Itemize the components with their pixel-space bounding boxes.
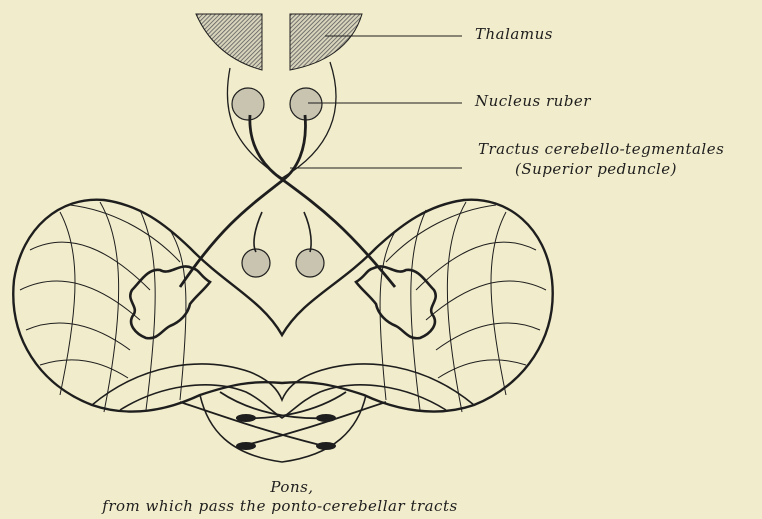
lower-nucleus-left: [242, 249, 270, 277]
pontine-nucleus-4: [316, 442, 336, 450]
label-pons: Pons,: [262, 478, 322, 496]
folia-right: [380, 202, 546, 412]
label-nucleus-ruber: Nucleus ruber: [475, 92, 591, 110]
pons-lower-outline: [200, 395, 366, 462]
pontine-nucleus-2: [316, 414, 336, 422]
branch-left: [254, 212, 262, 252]
dentate-nucleus-right: [356, 266, 436, 338]
label-pons-description: from which pass the ponto-cerebellar tra…: [60, 497, 500, 515]
cerebellum-outline: [13, 200, 552, 412]
pontine-fibers: [180, 392, 386, 445]
label-superior-peduncle: (Superior peduncle): [515, 160, 677, 178]
label-thalamus: Thalamus: [475, 25, 553, 43]
folia-left: [20, 202, 186, 412]
thalamus-right: [290, 14, 362, 70]
pontine-nucleus-3: [236, 442, 256, 450]
label-tractus: Tractus cerebello-tegmentales: [478, 140, 724, 158]
dentate-nucleus-left: [130, 266, 210, 338]
pontine-nucleus-1: [236, 414, 256, 422]
nucleus-ruber-left: [232, 88, 264, 120]
thalamus-left: [196, 14, 262, 70]
pons-band-inner: [120, 385, 446, 418]
lower-nucleus-right: [296, 249, 324, 277]
branch-right: [304, 212, 311, 252]
